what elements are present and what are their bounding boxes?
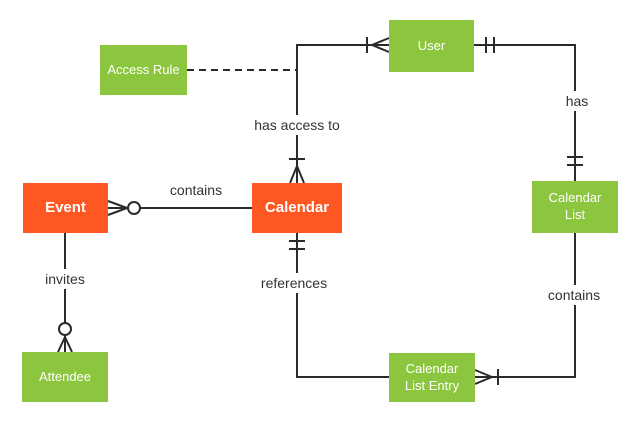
connector-entry-references-calendar bbox=[289, 233, 389, 378]
zero-optional-circle-icon bbox=[58, 322, 72, 336]
crows-foot-many-icon bbox=[289, 165, 305, 184]
entity-calendar-list-entry[interactable]: Calendar List Entry bbox=[389, 353, 475, 402]
connector-line bbox=[296, 44, 389, 183]
entity-access-rule-label: Access Rule bbox=[107, 61, 180, 77]
connector-event-invites-attendees bbox=[57, 233, 73, 353]
edge-label-contains-list-entry: contains bbox=[542, 285, 606, 305]
edge-label-invites: invites bbox=[40, 269, 90, 289]
entity-access-rule[interactable]: Access Rule bbox=[100, 45, 187, 95]
connector-line bbox=[475, 233, 576, 378]
entity-calendar-label: Calendar bbox=[264, 199, 330, 217]
crows-foot-many-icon bbox=[371, 37, 390, 53]
edge-label-references: references bbox=[255, 273, 333, 293]
edge-label-has: has bbox=[560, 91, 594, 111]
connector-calendar-contains-events bbox=[107, 200, 252, 216]
connector-calendar-has-access-to-users bbox=[289, 37, 390, 184]
entity-calendar[interactable]: Calendar bbox=[252, 183, 342, 233]
entity-calendar-list-label: Calendar List bbox=[548, 190, 602, 222]
connector-line bbox=[474, 44, 576, 181]
edge-label-has-access-to: has access to bbox=[249, 115, 345, 135]
connector-calendar-list-contains-entries bbox=[474, 233, 576, 385]
crows-foot-many-icon bbox=[474, 369, 493, 385]
entity-event-label: Event bbox=[45, 199, 86, 217]
crows-foot-many-icon bbox=[107, 200, 128, 216]
entity-attendee[interactable]: Attendee bbox=[22, 352, 108, 402]
crows-foot-many-icon bbox=[57, 336, 73, 353]
entity-calendar-list[interactable]: Calendar List bbox=[532, 181, 618, 233]
entity-user-label: User bbox=[417, 37, 446, 53]
entity-event[interactable]: Event bbox=[23, 183, 108, 233]
entity-user[interactable]: User bbox=[389, 20, 474, 72]
entity-attendee-label: Attendee bbox=[38, 368, 92, 384]
entity-calendar-list-entry-label: Calendar List Entry bbox=[404, 360, 460, 393]
edge-label-contains-event-calendar: contains bbox=[164, 180, 228, 200]
connector-user-has-calendar-list bbox=[474, 37, 583, 181]
zero-optional-circle-icon bbox=[127, 201, 141, 215]
connector-line bbox=[296, 233, 389, 378]
